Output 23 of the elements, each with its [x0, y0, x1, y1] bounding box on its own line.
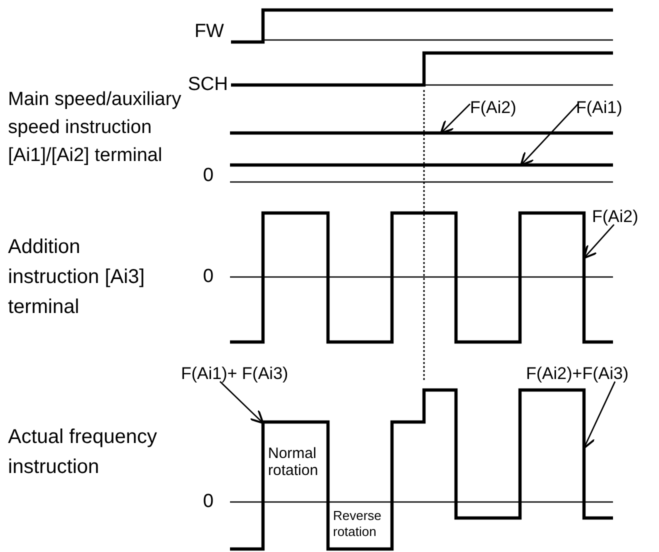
- leader-line: [582, 381, 616, 449]
- label-text: Addition instruction [Ai3] terminal: [8, 235, 146, 320]
- callout-label: F(Ai2)+F(Ai3): [526, 364, 628, 384]
- label-text: SCH: [186, 74, 228, 96]
- signal-line: [230, 131, 613, 135]
- label-text: Actual frequency instruction: [8, 425, 158, 480]
- leader-line: [583, 224, 615, 259]
- callout-label: F(Ai2): [592, 207, 638, 227]
- label-text: 0: [203, 491, 214, 513]
- label-text: 0: [203, 266, 214, 288]
- leader-line: [440, 104, 470, 134]
- waveform: [230, 388, 613, 551]
- callout-label: F(Ai1)+ F(Ai3): [181, 364, 288, 384]
- callout-label: F(Ai2): [470, 98, 516, 118]
- label-text: 0: [203, 165, 214, 187]
- callout-label: F(Ai1): [576, 98, 622, 118]
- label-text: FW: [193, 21, 224, 43]
- label-text: Reverse rotation: [333, 508, 382, 540]
- leader-line: [220, 381, 264, 424]
- signal-line: [230, 163, 613, 167]
- leader-line: [520, 104, 579, 166]
- label-text: Main speed/auxiliary speed instruction [Ai1]/[Ai2] terminal: [8, 88, 182, 168]
- label-text: Normal rotation: [268, 445, 320, 479]
